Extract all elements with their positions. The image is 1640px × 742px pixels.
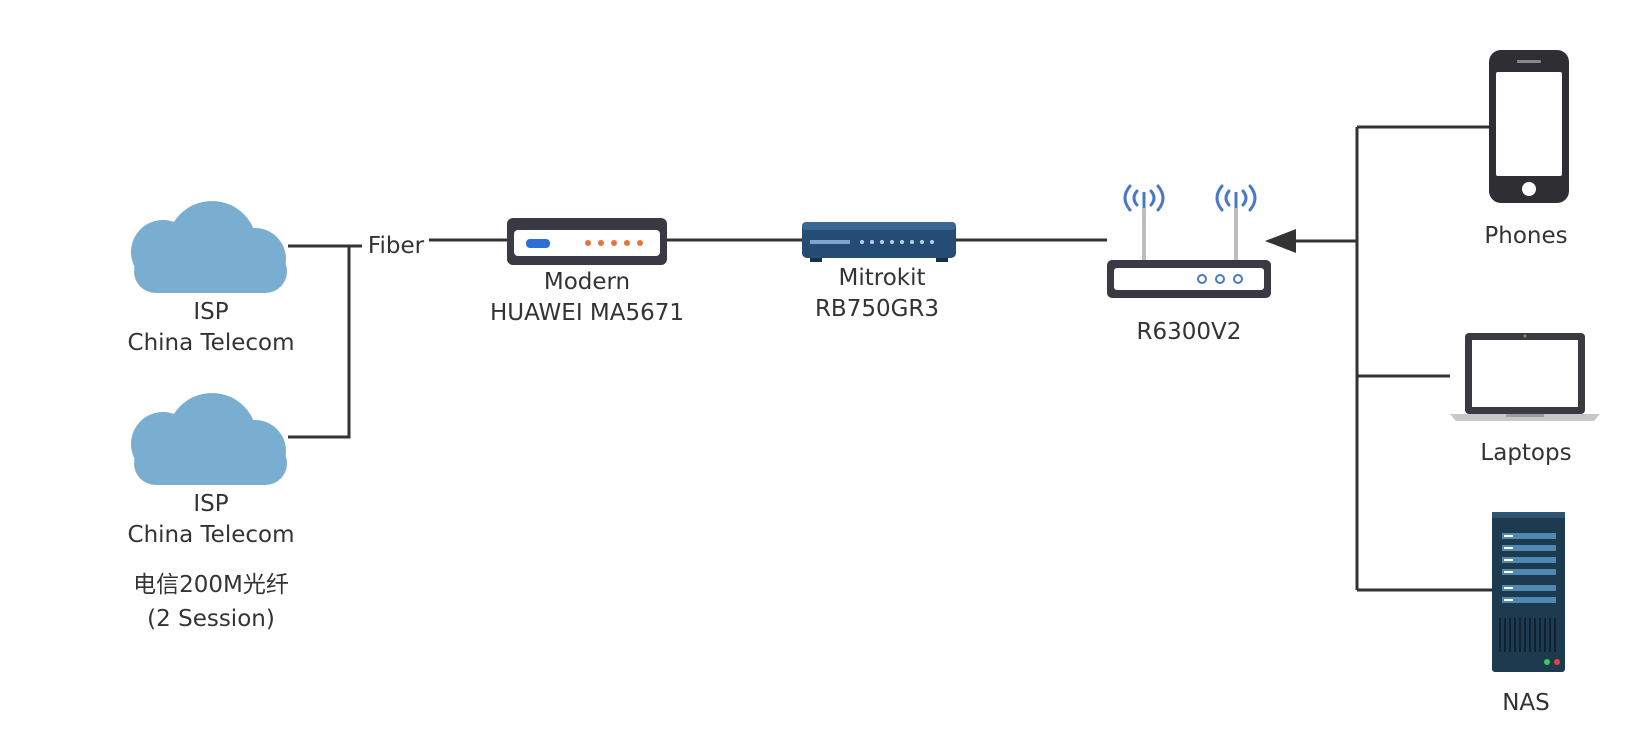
phones-label: Phones (1484, 223, 1568, 249)
isp-bottom-label-2: China Telecom (127, 522, 295, 548)
mikrotik-label-2: RB750GR3 (814, 296, 940, 322)
isp-top-link (288, 244, 351, 439)
isp-note-line-2: (2 Session) (147, 606, 275, 632)
modem-icon (507, 218, 667, 265)
modem-label-2: HUAWEI MA5671 (489, 300, 685, 326)
connector-lines (288, 125, 1492, 592)
switch-router-icon (802, 222, 956, 262)
fiber-label: Fiber (367, 233, 425, 259)
cloud-icon (131, 201, 287, 293)
cloud-icon (131, 393, 287, 485)
laptop-icon (1450, 333, 1600, 421)
wifi-router-icon (1107, 184, 1271, 298)
modem-label-1: Modern (543, 269, 631, 295)
server-rack-icon (1492, 512, 1565, 672)
isp-note-line-1: 电信200M光纤 (133, 572, 289, 598)
arrow-head (1265, 229, 1296, 253)
isp-top-label-1: ISP (193, 299, 229, 325)
isp-top-label-2: China Telecom (127, 330, 295, 356)
mikrotik-label-1: Mitrokit (838, 265, 926, 291)
nas-label: NAS (1502, 690, 1550, 716)
laptops-label: Laptops (1480, 440, 1572, 466)
isp-bottom-label-1: ISP (193, 491, 229, 517)
router-label: R6300V2 (1136, 319, 1242, 345)
smartphone-icon (1489, 50, 1569, 203)
